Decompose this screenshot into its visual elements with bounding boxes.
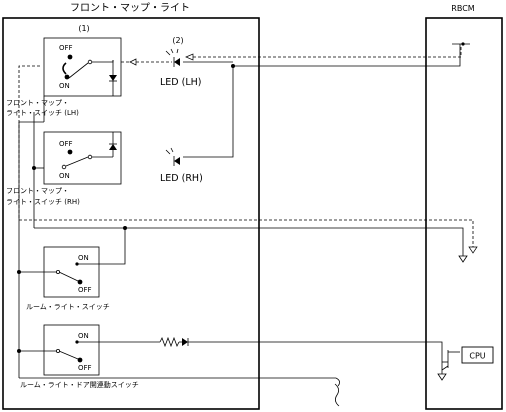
door-switch-lever (58, 350, 79, 360)
switch-lh-on-label: ON (59, 82, 70, 90)
switch-rh-on-label: ON (59, 172, 70, 180)
switch-rh-off-label: OFF (59, 140, 73, 148)
led-rh-symbol (174, 157, 180, 165)
switch-rh-lever (65, 156, 89, 167)
door-switch-off-label: OFF (78, 364, 92, 372)
door-signal-wire (188, 341, 443, 356)
led-rh-label: LED (RH) (160, 173, 203, 184)
led-lh-symbol (174, 58, 180, 66)
switch-lh-off-label: OFF (59, 44, 73, 52)
door-switch-name: ルーム・ライト・ドア開連動スイッチ (20, 380, 139, 389)
led-rh-feed-wire (183, 66, 234, 158)
switch-rh-name-line2: ライト・スイッチ (RH) (6, 198, 80, 206)
switch-lh-lever (68, 62, 89, 79)
switch-lh-actuator (62, 62, 67, 75)
cpu-box (461, 346, 494, 364)
front-map-light-module-box (2, 17, 260, 410)
ground-bus-room (34, 227, 464, 256)
cpu-label: CPU (469, 352, 485, 361)
callout-1: (1) (78, 24, 89, 33)
map-light-switch-rh: OFF ON (43, 131, 122, 185)
rbcm-box (425, 17, 503, 410)
led-lh (165, 48, 180, 67)
switch-lh-pivot (87, 59, 93, 65)
led-lh-label: LED (LH) (160, 77, 201, 88)
door-switch-box (43, 324, 100, 376)
switch-lh-contact-on (64, 74, 70, 80)
switch-lh-contact-off (67, 54, 73, 60)
switch-lh-name-line1: フロント・マップ・ (6, 99, 69, 107)
switch-rh-pivot (87, 154, 93, 160)
switch-rh-diode (109, 144, 117, 150)
map-light-switch-lh: OFF ON (43, 37, 122, 97)
room-switch-contact (77, 279, 83, 285)
door-switch-contact (77, 357, 83, 363)
module-title: フロント・マップ・ライト (70, 2, 190, 14)
led-rh (165, 147, 180, 166)
room-switch-lever (58, 271, 79, 282)
room-switch-on-label: ON (78, 254, 89, 262)
switch-box-lh (43, 37, 122, 97)
rbcm-title: RBCM (451, 4, 474, 13)
switch-lh-name-line2: ライト・スイッチ (LH) (6, 109, 79, 117)
switch-box-rh (43, 131, 122, 185)
callout-2: (2) (172, 36, 183, 45)
rbcm-power-wire (233, 44, 461, 67)
switch-rh-name-line1: フロント・マップ・ (6, 187, 69, 195)
rbcm-transistor (441, 350, 460, 374)
door-signal-diode (182, 338, 188, 346)
rbcm-dashed-signal (190, 47, 462, 58)
door-signal-resistor (159, 336, 180, 348)
dashed-bus-lower (18, 65, 474, 247)
switch-rh-contact-off (67, 149, 73, 155)
rbcm-ground (437, 373, 447, 381)
room-switch-off-label: OFF (78, 286, 92, 294)
switch-lh-diode (109, 75, 117, 81)
door-switch-on-label: ON (78, 332, 89, 340)
room-switch-name: ルーム・ライト・スイッチ (26, 303, 110, 311)
wire-break-symbol (334, 383, 340, 407)
room-light-door-switch: ON OFF (43, 324, 100, 376)
